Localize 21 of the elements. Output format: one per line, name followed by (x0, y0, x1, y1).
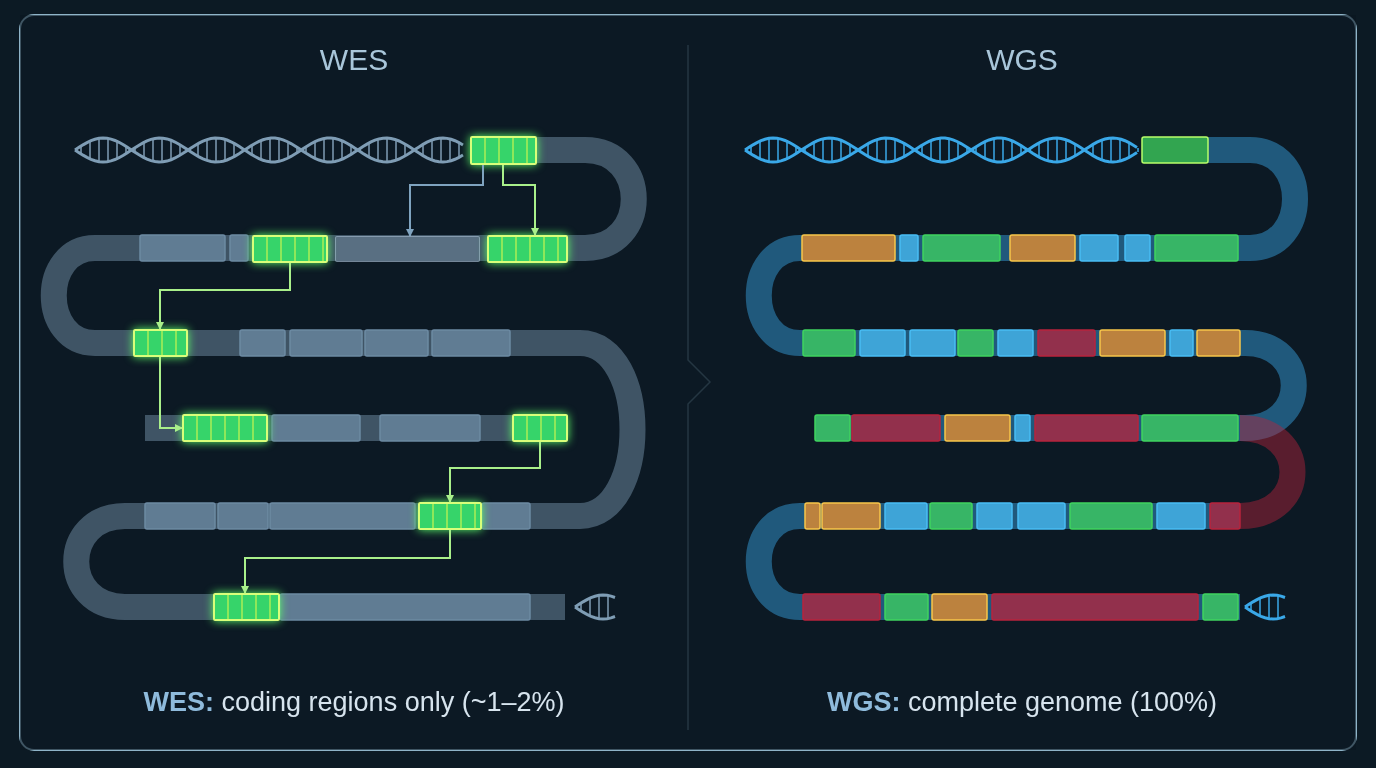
arrow (406, 164, 484, 237)
intron-segment (335, 236, 480, 262)
exon-block (487, 235, 568, 263)
arrow (502, 164, 539, 236)
exon-block (182, 414, 268, 442)
caption-text: WES: coding regions only (~1–2%) (142, 687, 566, 718)
panel (20, 15, 688, 750)
exon-block (133, 329, 188, 357)
panel-heading: WES (318, 43, 390, 77)
arrow (156, 262, 291, 330)
caption-text: WGS: complete genome (100%) (825, 687, 1219, 718)
exon-block (252, 235, 328, 263)
exon-block (418, 502, 482, 530)
arrow (241, 529, 451, 594)
exon-block (213, 593, 280, 621)
panel (688, 15, 1356, 750)
arrow (159, 356, 183, 432)
arrow (446, 441, 541, 503)
panel-heading: WGS (985, 43, 1059, 77)
exon-block (512, 414, 568, 442)
exon-block (470, 136, 537, 165)
